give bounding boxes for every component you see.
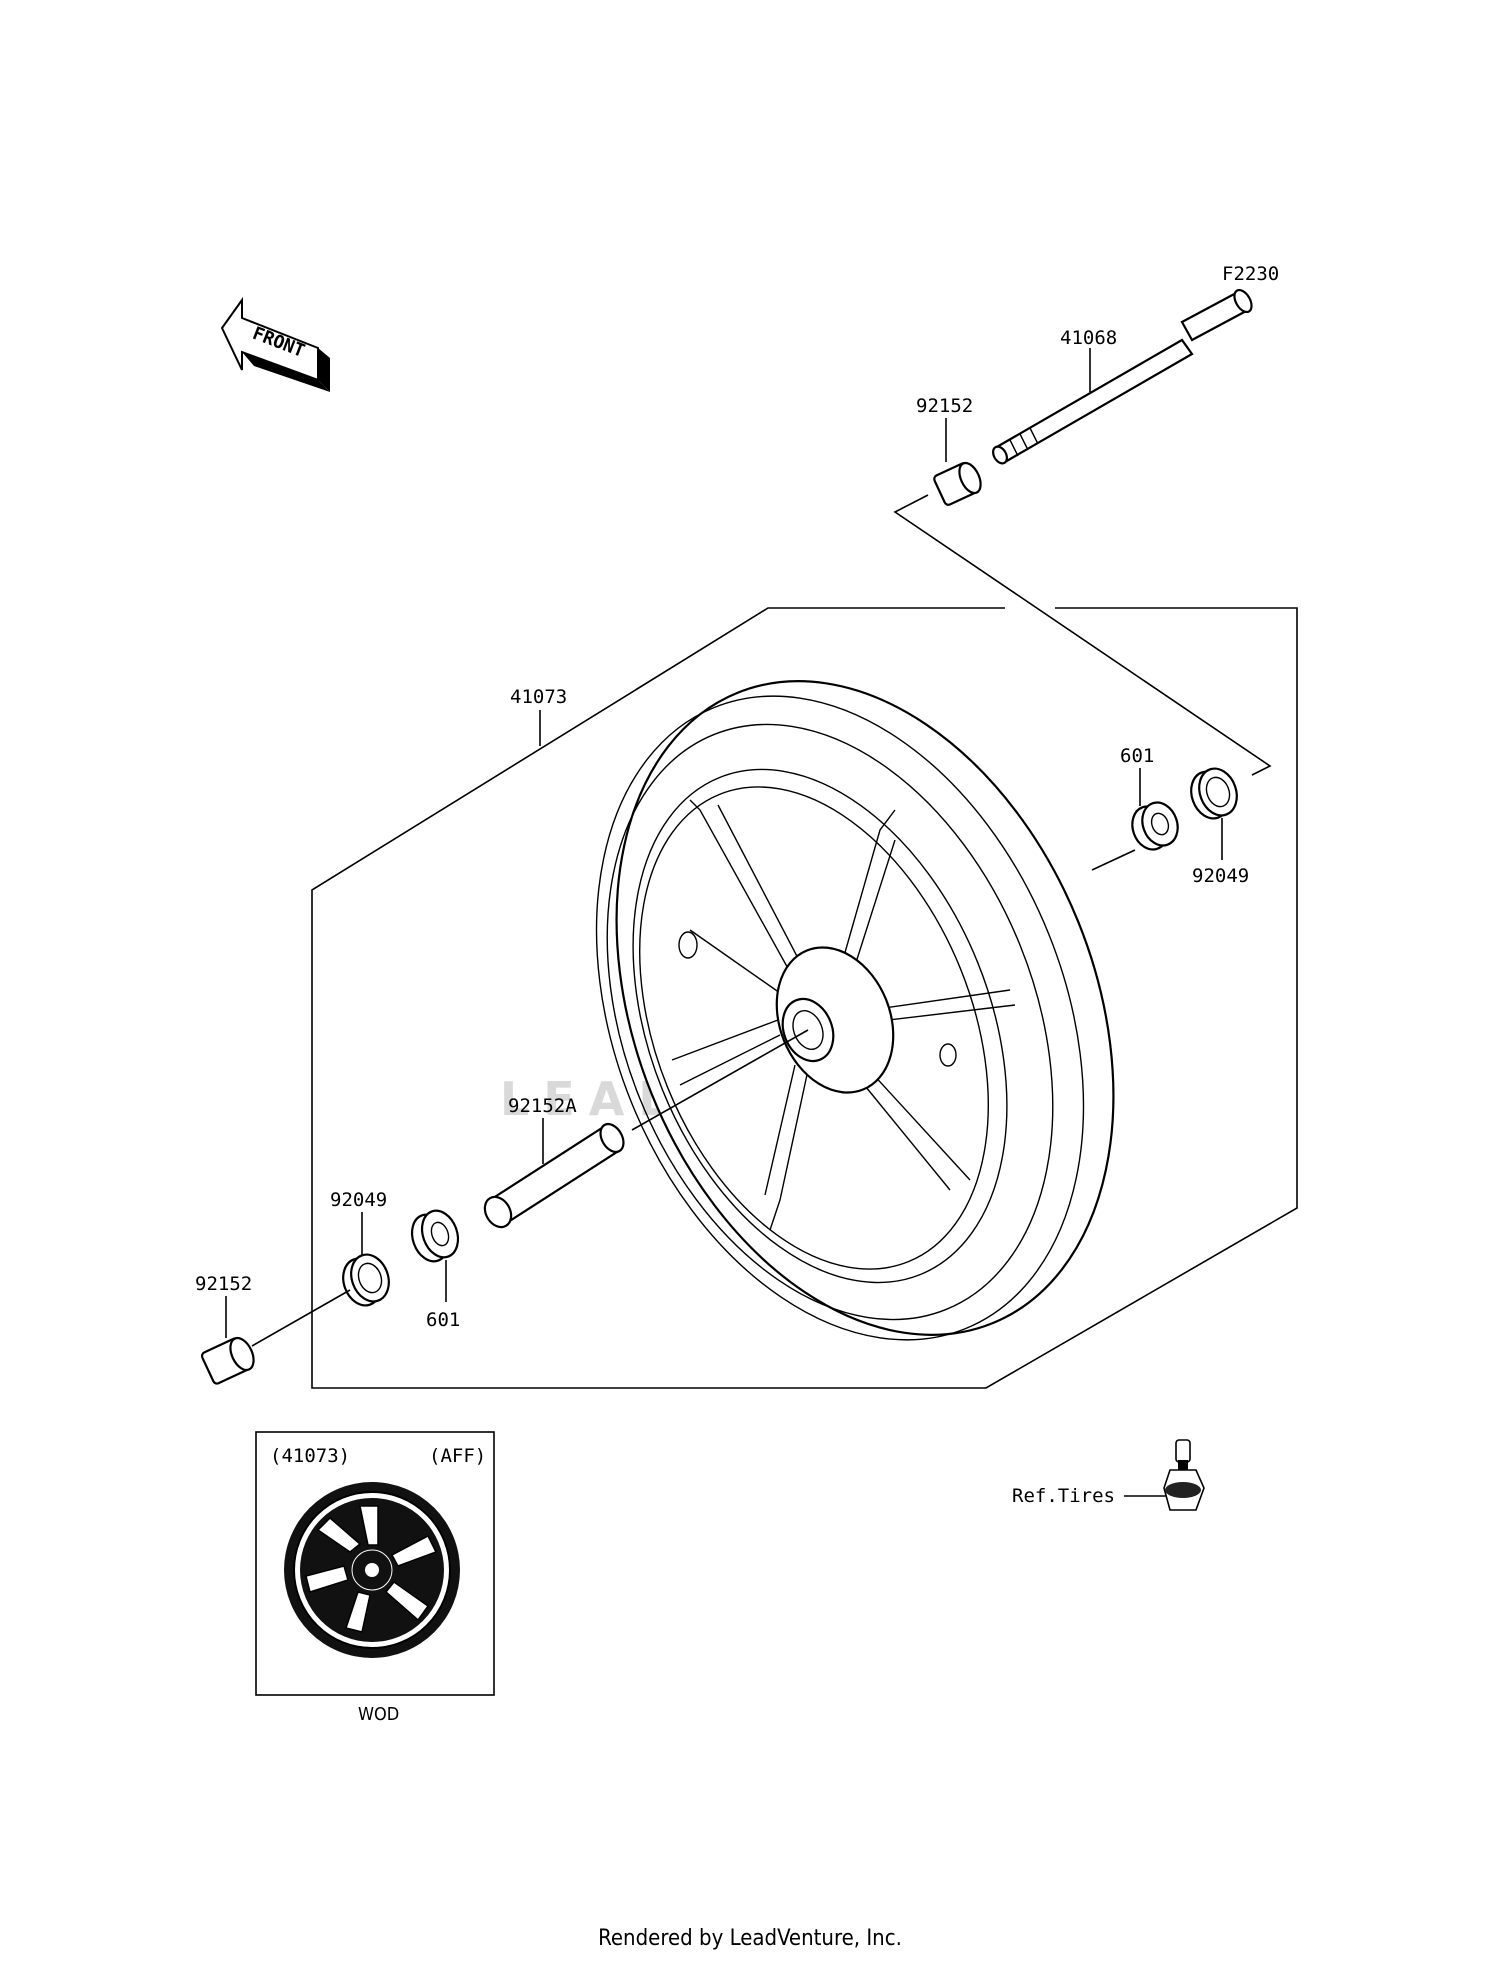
collar-top-callout: 92152	[916, 395, 973, 417]
front-axle	[992, 288, 1253, 465]
front-arrow-icon: FRONT	[220, 296, 330, 392]
wheel-callout: 41073	[510, 686, 567, 708]
collar-left-callout: 92152	[195, 1273, 252, 1295]
seal-left	[342, 1253, 390, 1307]
bearing-right-leader	[1091, 849, 1136, 871]
rendered-by-footer: Rendered by LeadVenture, Inc.	[598, 1926, 902, 1951]
inset-part-ref: (41073)	[270, 1445, 350, 1467]
axle-leader-line	[893, 494, 1272, 776]
collar-left-leader	[251, 1289, 351, 1347]
bearing-right	[1131, 801, 1179, 851]
group-outline	[311, 607, 1298, 1389]
variant-inset: (41073) (AFF) WOD	[255, 1431, 495, 1725]
inset-color-code: WOD	[358, 1704, 399, 1725]
spacer	[483, 1122, 625, 1229]
bearing-left	[410, 1209, 460, 1263]
seal-right-callout: 92049	[1192, 865, 1249, 887]
axle-callout: 41068	[1060, 327, 1117, 349]
spacer-callout: 92152A	[508, 1095, 577, 1117]
reference-code: F2230	[1222, 263, 1279, 285]
front-wheel	[595, 680, 1115, 1341]
valve-ref-callout: Ref.Tires	[1012, 1485, 1115, 1507]
inset-wheel-icon	[284, 1482, 460, 1658]
spacer-leader	[631, 1029, 809, 1131]
inset-variant: (AFF)	[429, 1445, 486, 1467]
bearing-left-callout: 601	[426, 1309, 460, 1331]
collar-top	[933, 461, 982, 506]
seal-right	[1190, 767, 1238, 820]
bearing-right-callout: 601	[1120, 745, 1154, 767]
collar-left	[200, 1336, 255, 1385]
seal-left-callout: 92049	[330, 1189, 387, 1211]
tire-valve-icon	[1163, 1439, 1205, 1511]
